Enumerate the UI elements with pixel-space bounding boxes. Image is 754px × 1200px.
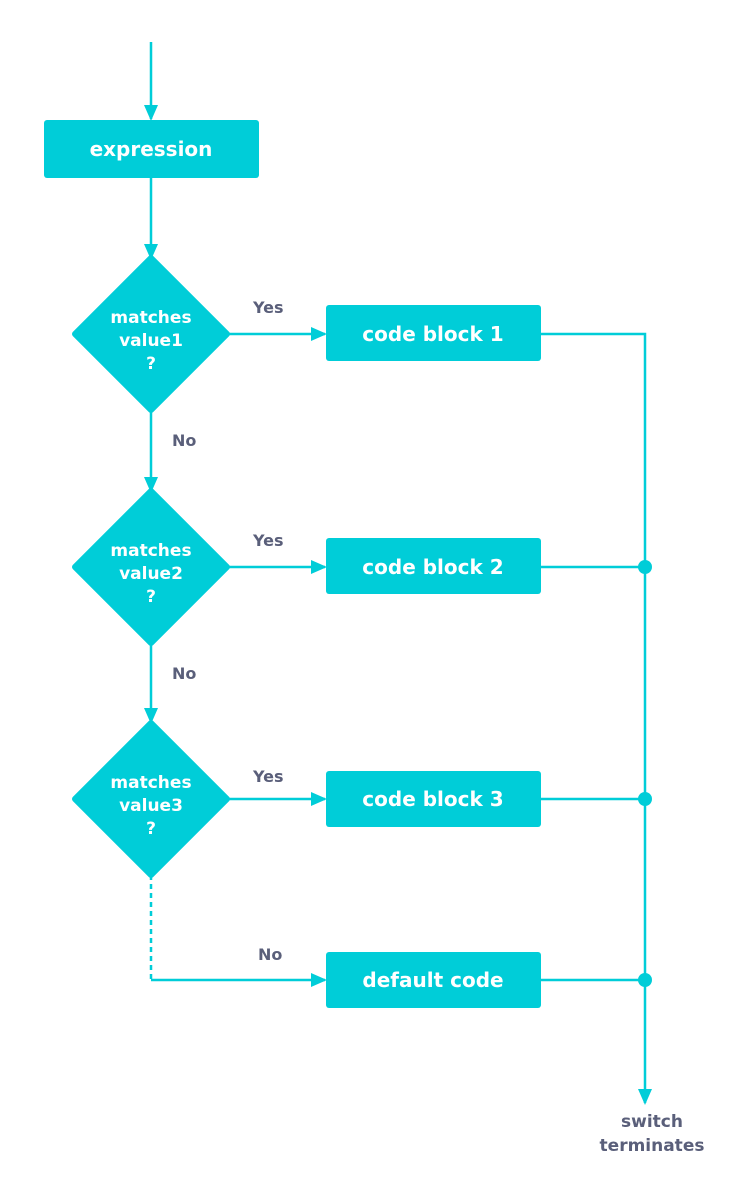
expression-box: expression bbox=[44, 120, 259, 178]
cond1-line3: ? bbox=[146, 354, 156, 374]
code-block-2: code block 2 bbox=[326, 538, 541, 594]
junction-dot-default bbox=[638, 973, 652, 987]
yes-label-2: Yes bbox=[252, 531, 284, 550]
cond1-line2: value1 bbox=[119, 331, 183, 351]
block1-label: code block 1 bbox=[362, 322, 503, 346]
cond1-line1: matches bbox=[110, 308, 191, 328]
cond3-line2: value3 bbox=[119, 796, 183, 816]
junction-dots bbox=[638, 560, 652, 987]
code-block-1: code block 1 bbox=[326, 305, 541, 361]
cond3-line3: ? bbox=[146, 819, 156, 839]
code-block-3: code block 3 bbox=[326, 771, 541, 827]
block2-label: code block 2 bbox=[362, 555, 503, 579]
no-label-1: No bbox=[172, 431, 196, 450]
default-code-block: default code bbox=[326, 952, 541, 1008]
default-label: default code bbox=[362, 968, 503, 992]
cond2-line3: ? bbox=[146, 587, 156, 607]
cond2-line2: value2 bbox=[119, 564, 183, 584]
block3-label: code block 3 bbox=[362, 787, 503, 811]
terminal-line2: terminates bbox=[600, 1136, 705, 1156]
connectors bbox=[144, 42, 652, 1105]
condition-diamond-2: matches value2 ? bbox=[72, 488, 230, 646]
no-label-2: No bbox=[172, 664, 196, 683]
cond3-line1: matches bbox=[110, 773, 191, 793]
condition-diamond-3: matches value3 ? bbox=[72, 720, 230, 878]
condition-diamond-1: matches value1 ? bbox=[72, 255, 230, 413]
block1-exit-line bbox=[541, 332, 652, 1105]
junction-dot-block2 bbox=[638, 560, 652, 574]
terminal-line1: switch bbox=[621, 1112, 683, 1132]
cond2-line1: matches bbox=[110, 541, 191, 561]
yes-label-1: Yes bbox=[252, 298, 284, 317]
no-label-3: No bbox=[258, 945, 282, 964]
yes-label-3: Yes bbox=[252, 767, 284, 786]
junction-dot-block3 bbox=[638, 792, 652, 806]
expression-label: expression bbox=[90, 137, 213, 161]
